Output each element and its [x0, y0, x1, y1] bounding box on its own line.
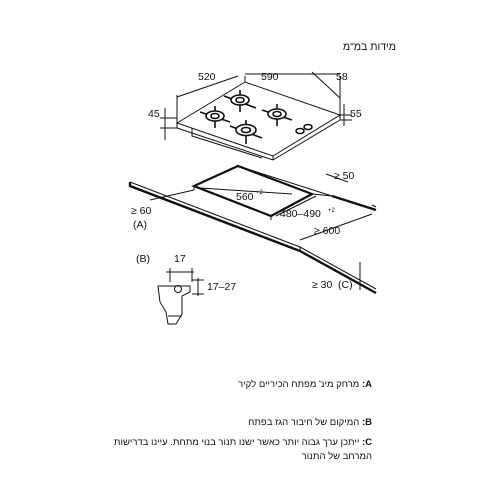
dim-hob-width: 520: [198, 71, 216, 83]
burner-left: [199, 106, 231, 128]
dim-min-side: ≥ 60: [131, 205, 152, 217]
legend-text: ייתכן ערך גבוה יותר כאשר ישנו תנור בנוי …: [113, 437, 372, 462]
burner-back: [223, 90, 257, 112]
worktop-edge-back: [128, 182, 301, 253]
burner-right: [261, 104, 293, 126]
dim-hob-depth: 590: [261, 71, 279, 83]
burner-group: [199, 90, 313, 144]
dim-worktop-range: 17–27: [207, 281, 236, 293]
legend-key: B:: [361, 417, 372, 428]
gas-pipe-outline: [157, 285, 191, 325]
dim-cutout-depth-tolerance: +2: [328, 208, 336, 214]
hob-top-plate: [175, 81, 342, 157]
dim-cutout-width: 560: [236, 191, 254, 203]
gas-connection-detail: [157, 268, 204, 325]
label-a: (A): [133, 219, 147, 231]
hob-drawing: [160, 71, 352, 161]
dim-detail-thickness: 17: [174, 253, 186, 265]
legend-key: C:: [361, 437, 372, 448]
dim-body-depth: 55: [350, 108, 362, 120]
label-c: (C): [338, 279, 353, 291]
legend-key: A:: [361, 379, 372, 390]
control-knob: [303, 123, 313, 131]
hob-body: [191, 128, 263, 159]
control-knob: [295, 127, 305, 135]
burner-front: [229, 120, 263, 144]
dim-min-back: ≥ 50: [334, 170, 355, 182]
dim-min-front: ≥ 600: [314, 225, 340, 237]
dim-min-below: ≥ 30: [312, 279, 333, 291]
dim-hob-height: 45: [148, 108, 160, 120]
legend-item-a: A: מרחק מינ' מפתח הכיריים לקיר: [92, 378, 372, 392]
dim-cutout-width-tolerance: +2: [256, 190, 264, 196]
legend-item-b: B: המיקום של חיבור הגז בפתח: [92, 416, 372, 430]
legend-text: מרחק מינ' מפתח הכיריים לקיר: [238, 379, 360, 390]
legend-item-c: C: ייתכן ערך גבוה יותר כאשר ישנו תנור בנ…: [92, 436, 372, 464]
worktop-drawing: [128, 164, 377, 295]
legend-text: המיקום של חיבור הגז בפתח: [248, 417, 360, 428]
label-b: (B): [136, 253, 150, 265]
worktop-edge-right: [299, 249, 377, 295]
gas-connector: [174, 285, 182, 293]
units-header: מידות במ"מ: [343, 41, 396, 53]
dim-back-edge: 58: [336, 71, 348, 83]
dim-cutout-depth: 480–490: [280, 208, 321, 220]
